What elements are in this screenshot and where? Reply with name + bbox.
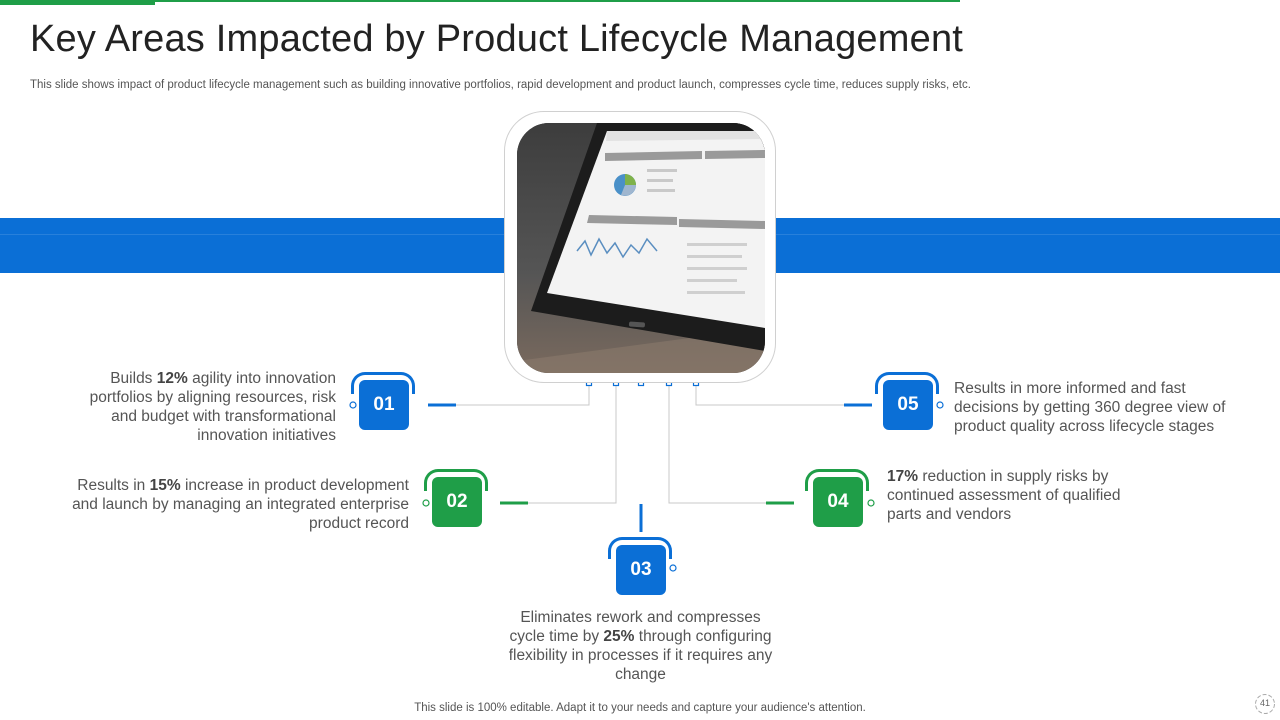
slide-title: Key Areas Impacted by Product Lifecycle … [30, 18, 964, 60]
slide-subtitle: This slide shows impact of product lifec… [30, 79, 971, 91]
item-02-badge: 02 [424, 469, 490, 529]
item-05-description: Results in more informed and fast decisi… [954, 380, 1226, 435]
item-02-number: 02 [432, 477, 482, 527]
item-01-badge: 01 [351, 372, 417, 432]
page-number-ring-icon [1255, 694, 1275, 714]
item-01-number: 01 [359, 380, 409, 430]
item-03-badge: 03 [608, 537, 674, 597]
page-number: 41 [1259, 698, 1270, 708]
item-04-number: 04 [813, 477, 863, 527]
top-accent-bar [0, 0, 155, 5]
item-02-description: Results in 15% increase in product devel… [72, 477, 409, 532]
slide-footer: This slide is 100% editable. Adapt it to… [414, 702, 866, 714]
item-03-number: 03 [616, 545, 666, 595]
item-05-badge: 05 [875, 372, 941, 432]
top-accent-line [0, 0, 960, 2]
item-04-badge: 04 [805, 469, 871, 529]
item-04-description: 17% reduction in supply risks by continu… [887, 468, 1121, 523]
tablet-photo-frame [504, 111, 776, 383]
tablet-photo [517, 123, 765, 373]
page-number-badge: 41 [1254, 693, 1276, 715]
item-01-description: Builds 12% agility into innovation portf… [89, 370, 336, 444]
item-05-number: 05 [883, 380, 933, 430]
tablet-dashboard-image [517, 123, 765, 373]
item-03-description: Eliminates rework and compresses cycle t… [508, 609, 773, 683]
